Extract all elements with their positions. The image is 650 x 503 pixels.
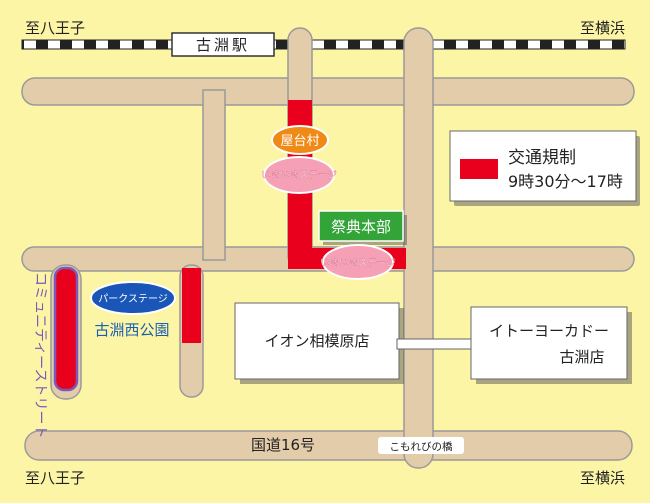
yataimura-label: 屋台村 <box>280 134 319 149</box>
ikiiki-stage-2-label: いきいきステージ <box>320 258 396 269</box>
road-vertical-left <box>202 89 226 261</box>
itoyokado-label-1: イトーヨーカドー <box>489 322 609 340</box>
rail-direction-left: 至八王子 <box>25 19 85 37</box>
upper-road <box>21 77 635 106</box>
headquarters-label: 祭典本部 <box>331 218 391 236</box>
station-box: 古淵駅 <box>171 32 275 57</box>
park-stage-marker: パークステージ <box>90 281 176 315</box>
legend-swatch <box>460 159 498 179</box>
yataimura-marker: 屋台村 <box>271 125 329 155</box>
route16-label: 国道16号 <box>251 436 315 454</box>
park-name: 古淵西公園 <box>94 321 169 339</box>
store-connector <box>396 338 472 350</box>
ikiiki-stage-1-marker: いきいきステージ <box>261 156 337 194</box>
road-vertical-main <box>403 27 434 469</box>
legend-box: 交通規制 9時30分〜17時 <box>449 130 640 206</box>
road-direction-left: 至八王子 <box>25 469 85 487</box>
station-name: 古淵駅 <box>196 36 250 54</box>
road-direction-right: 至横浜 <box>580 469 625 487</box>
rail-direction-right: 至横浜 <box>580 19 625 37</box>
legend-hours: 9時30分〜17時 <box>508 172 623 191</box>
restriction-park-road <box>182 268 201 343</box>
legend-label: 交通規制 <box>508 148 576 168</box>
aeon-label: イオン相模原店 <box>264 332 369 350</box>
itoyokado-label-2: 古淵店 <box>559 348 604 366</box>
community-street-label: コミュニティーストリート <box>32 272 48 438</box>
ikiiki-stage-2-marker: いきいきステージ <box>320 244 396 280</box>
itoyokado-store: イトーヨーカドー 古淵店 <box>470 306 632 384</box>
restriction-community-street <box>53 266 79 392</box>
headquarters-marker: 祭典本部 <box>318 210 407 245</box>
aeon-store: イオン相模原店 <box>234 302 404 384</box>
park-stage-label: パークステージ <box>98 293 168 305</box>
ikiiki-stage-1-label: いきいきステージ <box>261 170 337 181</box>
route16-road <box>24 430 633 461</box>
bridge-label-bg <box>378 437 464 454</box>
railway-line <box>21 39 626 50</box>
bridge-label: こもれびの橋 <box>390 440 453 453</box>
